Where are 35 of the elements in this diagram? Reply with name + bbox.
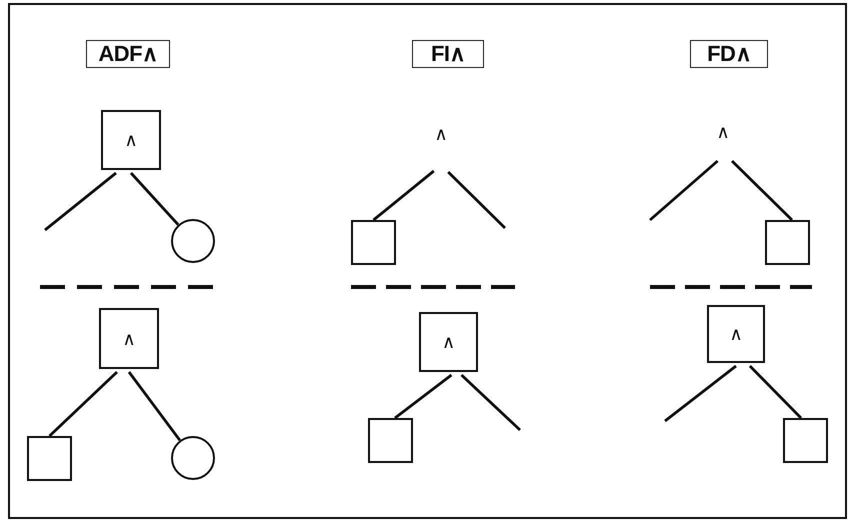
circle-node (171, 219, 215, 263)
branch-line (447, 171, 506, 229)
circle-node (171, 436, 215, 480)
square-node (351, 220, 396, 265)
operator-symbol: ∧ (432, 124, 450, 144)
operator-label: ∧ (124, 129, 138, 151)
heading-box (412, 40, 484, 68)
branch-line (394, 374, 452, 420)
operator-label: ∧ (122, 328, 136, 350)
square-node (765, 220, 810, 265)
branch-line (128, 371, 181, 442)
operator-label: ∧ (730, 323, 742, 345)
branch-line (649, 160, 719, 222)
branch-line (48, 370, 118, 438)
square-node (783, 418, 828, 463)
square-node (27, 436, 72, 481)
operator-box (99, 308, 159, 369)
branch-line (748, 365, 802, 419)
operator-box (707, 305, 765, 363)
branch-line (664, 364, 737, 422)
branch-line (372, 170, 435, 222)
heading-box (690, 40, 768, 68)
square-node (368, 418, 413, 463)
branch-line (44, 172, 117, 232)
operator-label: ADF∧ (98, 41, 158, 67)
branch-line (130, 172, 180, 226)
operator-label: FD∧ (707, 41, 751, 67)
operator-box (101, 110, 161, 170)
heading-box (86, 40, 170, 68)
branch-line (460, 374, 521, 432)
branch-line (731, 160, 793, 221)
operator-label: FI∧ (430, 41, 466, 67)
operator-box (419, 312, 478, 372)
operator-label: ∧ (442, 331, 455, 353)
operator-symbol: ∧ (714, 122, 732, 142)
